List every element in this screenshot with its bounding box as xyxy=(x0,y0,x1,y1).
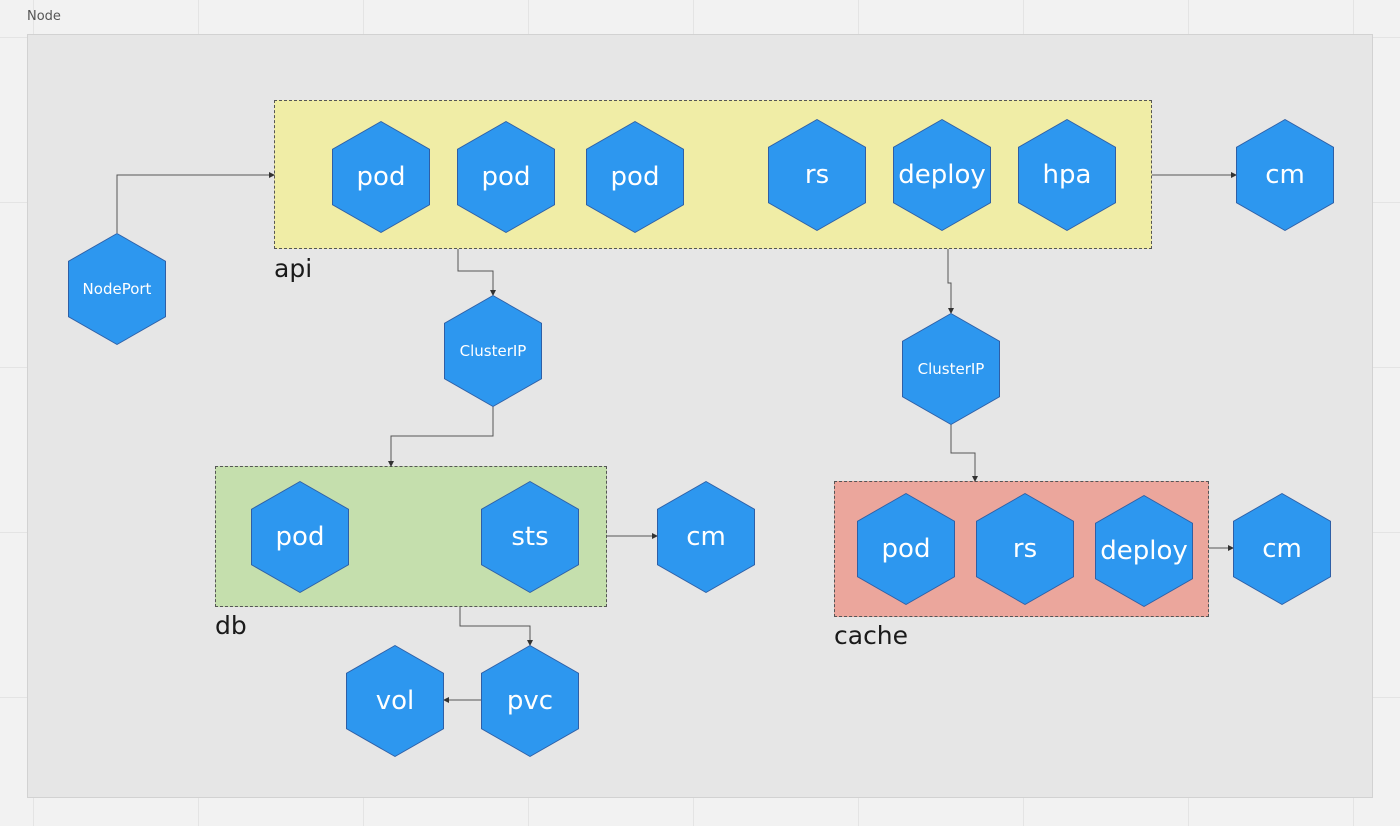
cache-deploy-hexagon[interactable]: deploy xyxy=(1095,495,1193,607)
edge-api-to-clusterip-db[interactable] xyxy=(457,249,496,296)
edge-clusterip-to-cache[interactable] xyxy=(950,423,978,482)
api-hpa-hexagon[interactable]: hpa xyxy=(1018,119,1116,231)
db-pvc-hexagon[interactable]: pvc xyxy=(481,645,579,757)
clusterip-cache-label: ClusterIP xyxy=(903,314,999,424)
clusterip-db-label: ClusterIP xyxy=(445,296,541,406)
edge-db-to-pvc[interactable] xyxy=(459,607,533,646)
db-vol-hexagon[interactable]: vol xyxy=(346,645,444,757)
db-cm-hexagon[interactable]: cm xyxy=(657,481,755,593)
api-pod-hexagon-1[interactable]: pod xyxy=(332,121,430,233)
frame-title: Node xyxy=(27,9,61,24)
db-group-label: db xyxy=(215,611,247,640)
api-group-label: api xyxy=(274,254,313,283)
cache-cm-hexagon[interactable]: cm xyxy=(1233,493,1331,605)
edge-clusterip-to-db[interactable] xyxy=(388,406,494,467)
cache-rs-hexagon[interactable]: rs xyxy=(976,493,1074,605)
api-pod-hexagon-2[interactable]: pod xyxy=(457,121,555,233)
edge-nodeport-to-api[interactable] xyxy=(116,172,275,233)
api-cm-hexagon[interactable]: cm xyxy=(1236,119,1334,231)
edge-api-to-clusterip-cache[interactable] xyxy=(947,249,954,314)
cache-group-label: cache xyxy=(834,621,909,650)
db-pod-hexagon[interactable]: pod xyxy=(251,481,349,593)
